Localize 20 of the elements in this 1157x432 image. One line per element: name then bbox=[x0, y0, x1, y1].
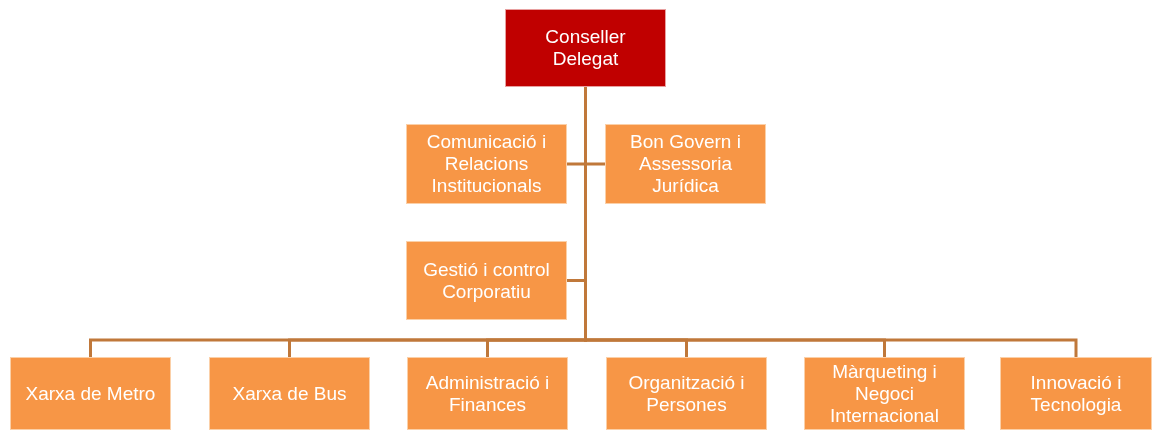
department-name: Xarxa de Bus bbox=[232, 382, 347, 405]
department-name: Conseller Delegat bbox=[544, 26, 627, 70]
department-name: Gestió i control Corporatiu bbox=[422, 258, 551, 303]
department-name: Organització i Persones bbox=[627, 371, 746, 416]
department-box bbox=[209, 357, 370, 430]
department-box bbox=[804, 357, 965, 430]
department-name: Comunicació i Relacions Institucionals bbox=[425, 131, 548, 197]
executive-box bbox=[505, 9, 666, 87]
department-box bbox=[10, 357, 171, 430]
department-box bbox=[406, 241, 567, 320]
department-box bbox=[1000, 357, 1152, 430]
department-box bbox=[407, 357, 568, 430]
department-box bbox=[605, 124, 766, 204]
department-name: Bon Govern i Assessoria Jurídica bbox=[629, 131, 742, 197]
department-name: Xarxa de Metro bbox=[25, 382, 156, 405]
department-name: Administració i Finances bbox=[424, 371, 551, 416]
department-box bbox=[606, 357, 767, 430]
department-name: Innovació i Tecnologia bbox=[1029, 371, 1123, 416]
department-box bbox=[406, 124, 567, 204]
department-name: Màrqueting i Negoci Internacional bbox=[829, 360, 940, 427]
